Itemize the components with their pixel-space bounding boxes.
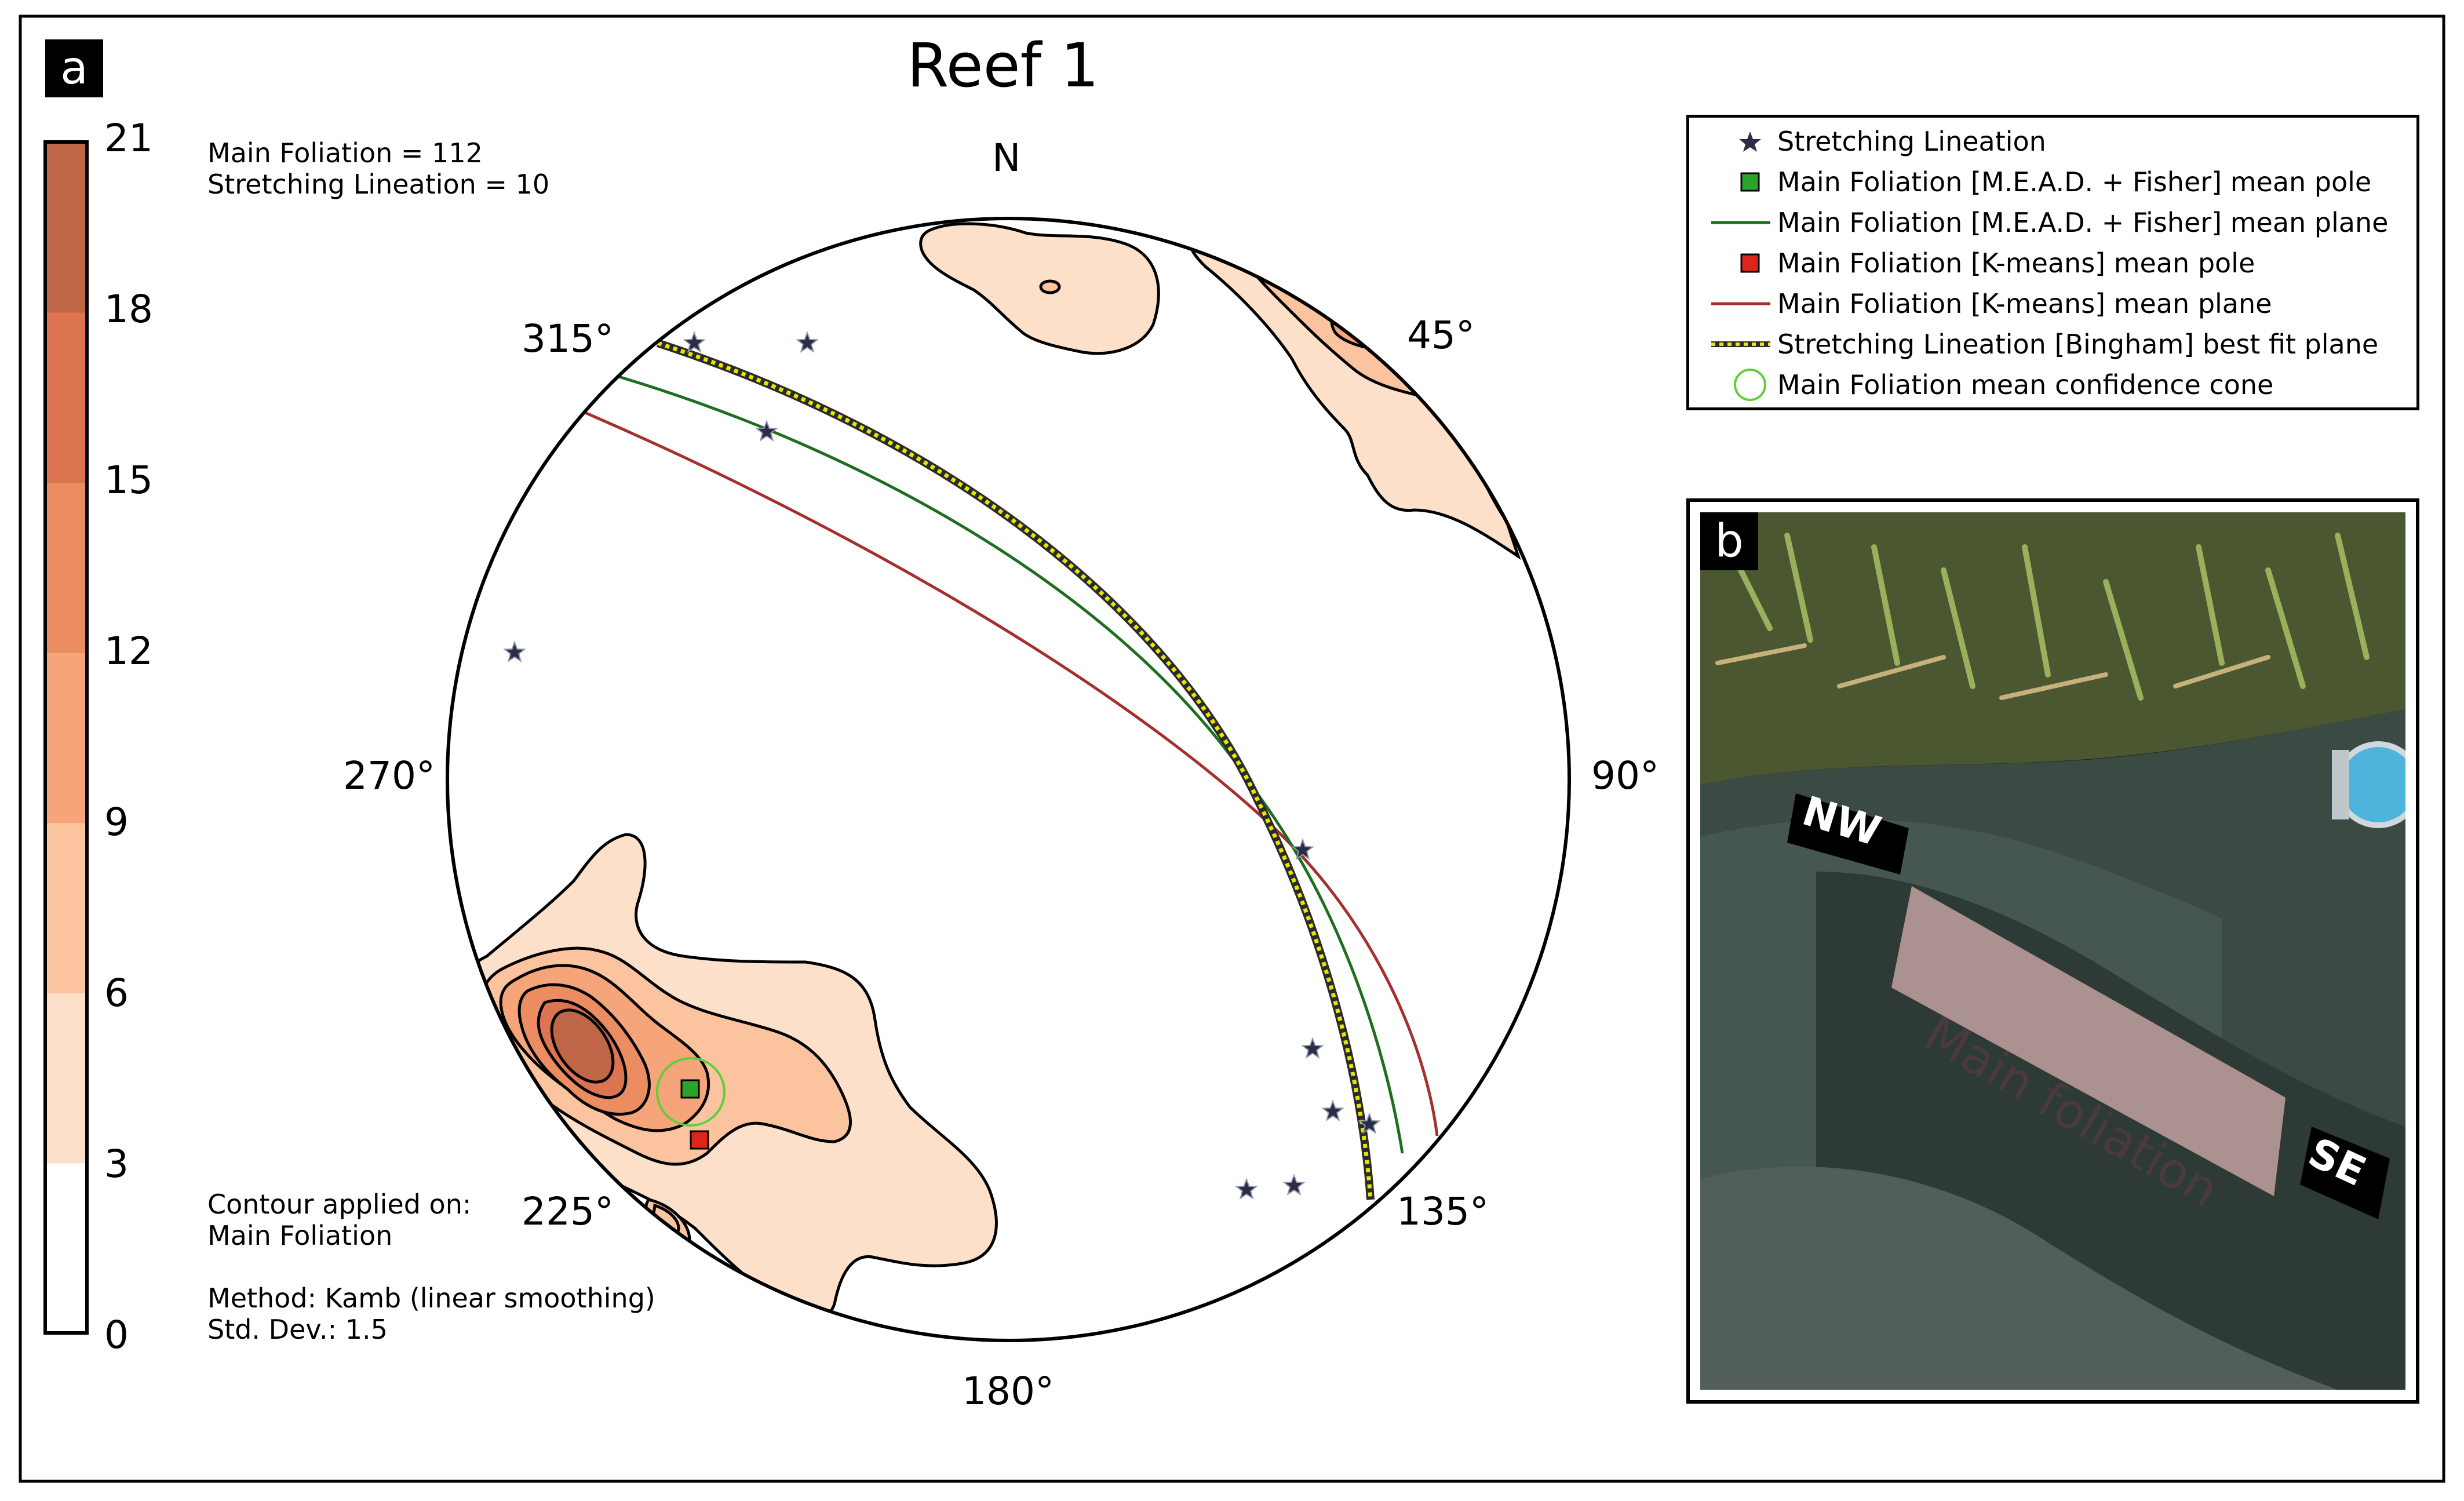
colorbar-tick-9: 9 (104, 800, 129, 844)
legend-label: Main Foliation [M.E.A.D. + Fisher] mean … (1777, 207, 2389, 238)
stretching-lineation-star-icon (796, 331, 819, 353)
green-circle-icon (1734, 369, 1766, 401)
contour-note-line2: Main Foliation (207, 1220, 393, 1251)
colorbar-band (45, 822, 87, 993)
red-mean-plane (582, 410, 1439, 1136)
legend-label: Stretching Lineation [Bingham] best fit … (1777, 329, 2379, 360)
colorbar-border (43, 140, 89, 1335)
colorbar-band (45, 652, 87, 824)
legend-box: Stretching Lineation Main Foliation [M.E… (1686, 115, 2419, 410)
legend-item-stretching-lineation: Stretching Lineation (1689, 121, 2416, 162)
figure-border (19, 14, 2445, 1483)
stretching-lineation-star-icon (1291, 838, 1314, 860)
colorbar-tick-21: 21 (104, 116, 153, 161)
stretching-lineation-star-icon (1235, 1178, 1258, 1200)
colorbar-band (45, 1163, 87, 1334)
red-line-icon (1711, 302, 1770, 305)
panel-a-letter: a (45, 39, 103, 97)
direction-label-90: 90° (1591, 753, 1659, 798)
count-stretching-lineation: Stretching Lineation = 10 (207, 169, 550, 200)
direction-label-225: 225° (522, 1189, 614, 1234)
colorbar-tick-12: 12 (104, 629, 153, 673)
legend-item-bingham-plane: Stretching Lineation [Bingham] best fit … (1689, 324, 2416, 365)
stretching-lineation-star-icon (1282, 1174, 1306, 1196)
colorbar-tick-3: 3 (104, 1142, 129, 1186)
legend-item-confidence-cone: Main Foliation mean confidence cone (1689, 365, 2416, 405)
great-circles (582, 339, 1439, 1200)
colorbar (43, 140, 89, 1335)
count-main-foliation: Main Foliation = 112 (207, 137, 483, 169)
legend-item-fisher-pole: Main Foliation [M.E.A.D. + Fisher] mean … (1689, 162, 2416, 202)
colorbar-tick-6: 6 (104, 971, 129, 1015)
fisher-mean-pole-icon (680, 1079, 700, 1099)
green-square-icon (1740, 172, 1760, 192)
stretching-lineation-star-icon (1301, 1037, 1324, 1059)
bingham-best-fit-plane-dots (657, 341, 1373, 1200)
direction-label-north: N (992, 136, 1021, 180)
legend-label: Stretching Lineation (1777, 126, 2046, 157)
stretching-lineation-star-icon (683, 331, 706, 353)
legend-label: Main Foliation [M.E.A.D. + Fisher] mean … (1777, 166, 2372, 198)
legend-item-kmeans-plane: Main Foliation [K-means] mean plane (1689, 283, 2416, 324)
contour-ne-3 (1190, 242, 1521, 560)
colorbar-tick-18: 18 (104, 287, 153, 331)
contour-sw-18 (550, 1008, 615, 1084)
legend-label: Main Foliation [K-means] mean plane (1777, 288, 2272, 319)
dotted-line-icon (1711, 341, 1770, 347)
contour-note-line1: Contour applied on: (207, 1189, 472, 1220)
legend-item-kmeans-pole: Main Foliation [K-means] mean pole (1689, 243, 2416, 283)
contour-map (449, 222, 1521, 1320)
outcrop-photo-image (1700, 512, 2405, 1390)
direction-label-180: 180° (962, 1369, 1054, 1413)
direction-label-315: 315° (522, 316, 614, 361)
stretching-lineation-stars (503, 331, 1381, 1200)
stretching-lineation-star-icon (755, 420, 778, 442)
field-photo: NW Main foliation SE (1700, 512, 2405, 1390)
stretching-lineation-star-icon (1358, 1112, 1381, 1134)
field-photo-frame: NW Main foliation SE b (1686, 498, 2419, 1404)
contour-north-6 (1039, 279, 1061, 294)
direction-label-135: 135° (1397, 1189, 1489, 1234)
star-icon (1739, 132, 1761, 152)
stereonet-primitive (446, 217, 1571, 1342)
colorbar-band (45, 482, 87, 653)
colorbar-tick-0: 0 (104, 1313, 129, 1357)
stretching-lineation-star-icon (1321, 1099, 1344, 1121)
legend-item-fisher-plane: Main Foliation [M.E.A.D. + Fisher] mean … (1689, 202, 2416, 243)
panel-b-letter: b (1700, 512, 1758, 570)
green-line-icon (1711, 221, 1770, 224)
colorbar-band (45, 312, 87, 483)
kmeans-mean-pole-icon (690, 1130, 709, 1150)
contour-note-line3: Method: Kamb (linear smoothing) (207, 1283, 655, 1314)
legend-label: Main Foliation mean confidence cone (1777, 369, 2274, 400)
red-square-icon (1740, 253, 1760, 273)
colorbar-band (45, 142, 87, 313)
stretching-lineation-star-icon (503, 640, 526, 662)
colorbar-band (45, 992, 87, 1164)
legend-label: Main Foliation [K-means] mean pole (1777, 247, 2255, 279)
direction-label-45: 45° (1407, 313, 1475, 358)
colorbar-tick-15: 15 (104, 458, 153, 502)
contour-note-line4: Std. Dev.: 1.5 (207, 1314, 388, 1345)
chart-title: Reef 1 (907, 30, 1099, 101)
green-mean-plane (618, 375, 1404, 1154)
direction-label-270: 270° (343, 753, 435, 798)
confidence-cone-icon (656, 1057, 726, 1127)
